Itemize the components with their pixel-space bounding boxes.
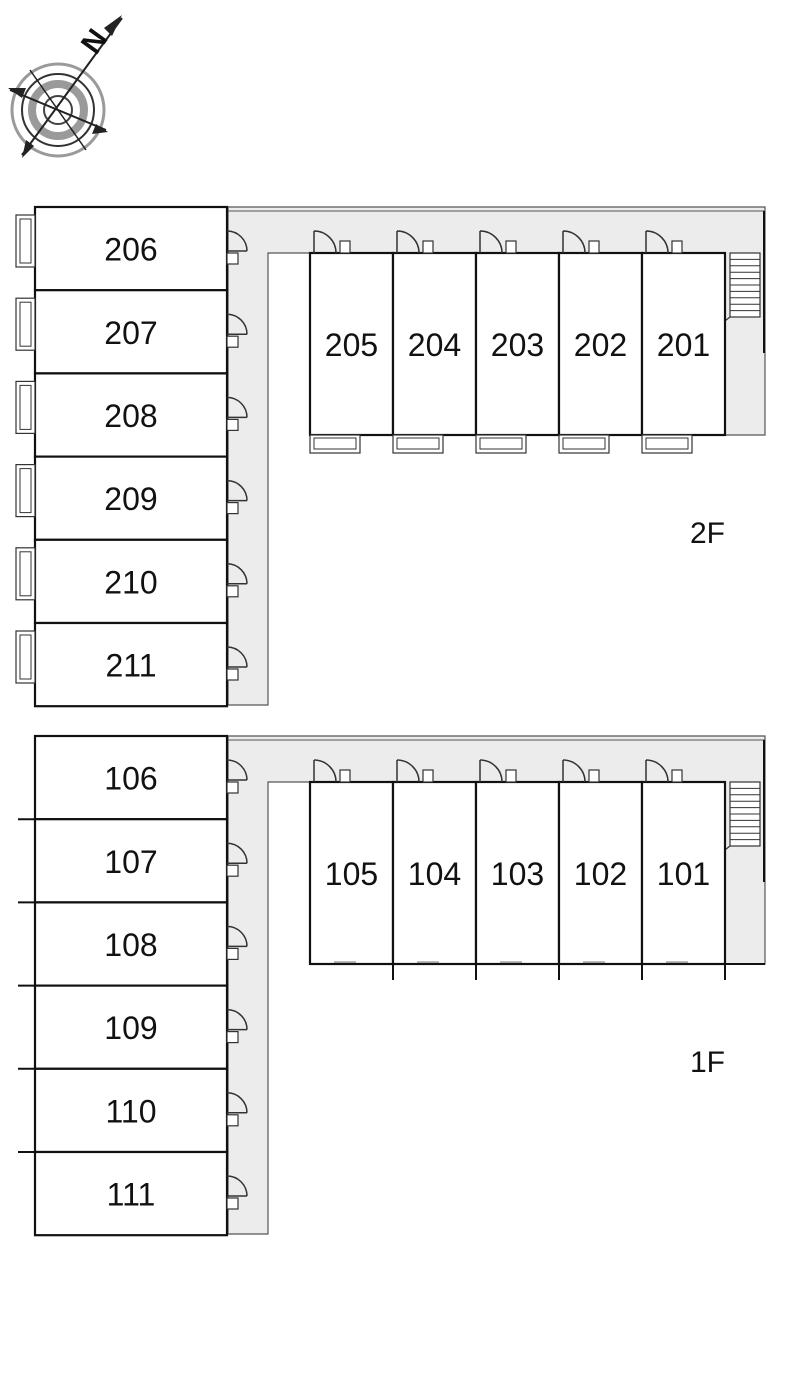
- door-icon: [226, 759, 248, 794]
- floor-label: 1F: [690, 1046, 725, 1079]
- room-label: 104: [408, 856, 461, 892]
- door-icon: [562, 230, 600, 254]
- stairs-icon: [711, 252, 761, 332]
- room-101: [640, 780, 727, 966]
- room-107: [33, 818, 229, 904]
- room-208: [33, 372, 229, 458]
- room-label: 107: [104, 844, 157, 880]
- room-label: 101: [657, 856, 710, 892]
- room-label: 108: [104, 927, 157, 963]
- door-icon: [226, 396, 248, 431]
- room-111: [33, 1150, 229, 1237]
- room-label: 205: [325, 327, 378, 363]
- room-label: 103: [491, 856, 544, 892]
- room-109: [33, 984, 229, 1070]
- balcony: [15, 464, 36, 518]
- room-label: 209: [104, 481, 157, 517]
- door-icon: [226, 1175, 248, 1210]
- door-icon: [226, 313, 248, 348]
- door-icon: [226, 1092, 248, 1127]
- floor-1F: 106 107 108 109 110 111 105 104 103 102 101 1F: [18, 734, 766, 1237]
- room-206: [33, 205, 229, 292]
- door-icon: [226, 479, 248, 515]
- door-icon: [226, 925, 248, 961]
- room-104: [391, 780, 478, 966]
- room-label: 111: [107, 1177, 156, 1213]
- room-label: 109: [104, 1010, 157, 1046]
- room-label: 207: [104, 315, 157, 351]
- balcony: [15, 214, 36, 268]
- room-105: [308, 780, 395, 966]
- door-icon: [226, 646, 248, 681]
- balcony: [15, 630, 36, 684]
- room-103: [474, 780, 561, 966]
- floor-2F: 206 207 208 209 210 211 205 204 203 202 201 2F: [15, 205, 766, 708]
- room-label: 110: [105, 1093, 156, 1129]
- door-icon: [226, 842, 248, 877]
- door-icon: [226, 230, 248, 265]
- door-icon: [479, 230, 517, 254]
- room-label: 102: [574, 856, 627, 892]
- door-icon: [645, 759, 683, 783]
- room-label: 106: [104, 761, 157, 797]
- room-205: [308, 251, 395, 437]
- door-icon: [226, 1008, 248, 1044]
- room-211: [33, 621, 229, 708]
- door-icon: [396, 759, 434, 783]
- room-label: 211: [105, 648, 156, 684]
- room-label: 201: [657, 327, 710, 363]
- door-icon: [313, 230, 351, 254]
- balcony: [15, 297, 36, 351]
- room-label: 105: [325, 856, 378, 892]
- room-label: 202: [574, 327, 627, 363]
- room-label: 206: [104, 232, 157, 268]
- room-106: [33, 734, 229, 821]
- room-label: 208: [104, 398, 157, 434]
- room-108: [33, 901, 229, 987]
- floor-label: 2F: [690, 517, 725, 550]
- balcony: [15, 380, 36, 434]
- stairs-icon: [711, 781, 761, 861]
- room-203: [474, 251, 561, 437]
- room-label: 203: [491, 327, 544, 363]
- compass-icon: N: [8, 15, 123, 158]
- room-110: [33, 1067, 229, 1154]
- room-label: 210: [104, 564, 157, 600]
- balcony: [15, 547, 36, 601]
- door-icon: [562, 759, 600, 783]
- room-label: 204: [408, 327, 461, 363]
- room-210: [33, 538, 229, 625]
- door-icon: [396, 230, 434, 254]
- door-icon: [479, 759, 517, 783]
- door-icon: [645, 230, 683, 254]
- door-icon: [226, 563, 248, 598]
- door-icon: [313, 759, 351, 783]
